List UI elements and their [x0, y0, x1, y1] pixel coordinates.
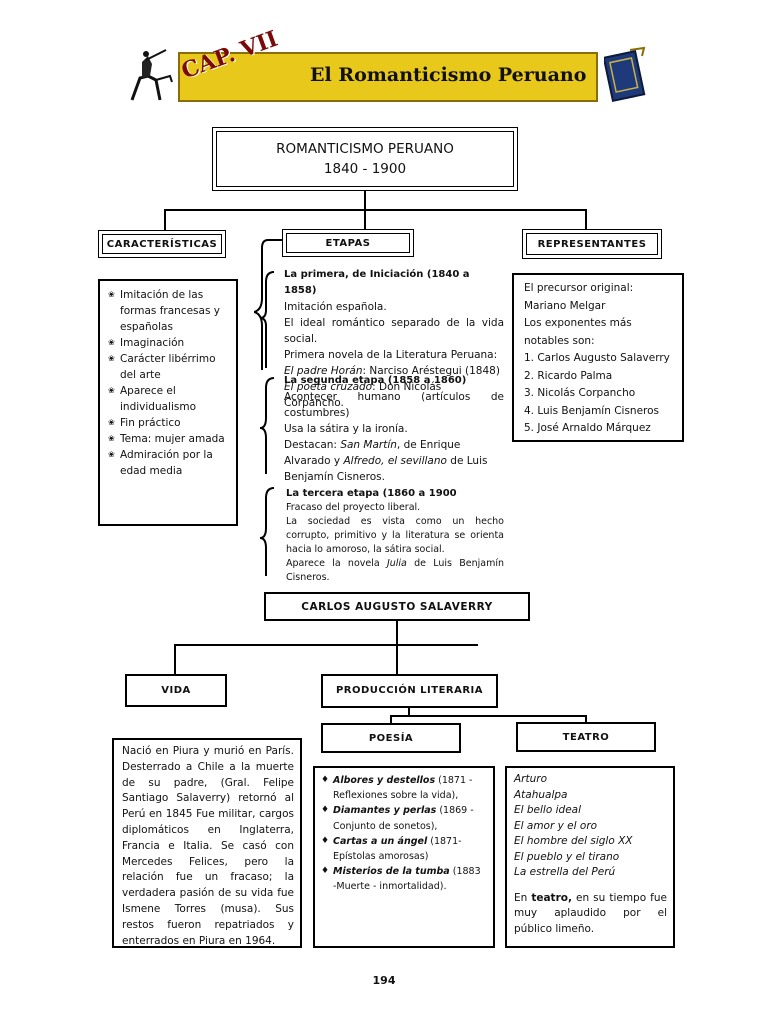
list-item: Imaginación	[108, 335, 230, 351]
representantes-line: Mariano Melgar	[524, 299, 606, 312]
main-title-box: ROMANTICISMO PERUANO 1840 - 1900	[212, 127, 518, 191]
chapter-banner: El Romanticismo Peruano	[178, 52, 598, 102]
list-item: Albores y destellos (1871 - Reflexiones …	[321, 773, 487, 803]
list-item: Tema: mujer amada	[108, 431, 230, 447]
poesia-heading: POESÍA	[368, 733, 414, 744]
list-item: Aparece el individualismo	[108, 383, 230, 415]
caracteristicas-heading-box: CARACTERÍSTICAS	[98, 230, 226, 258]
list-item: Diamantes y perlas (1869 - Conjunto de s…	[321, 803, 487, 833]
etapa-tercera-line: Aparece la novela Julia de Luis Benjamín…	[286, 558, 504, 583]
caracteristicas-heading: CARACTERÍSTICAS	[106, 239, 218, 250]
connector	[396, 644, 398, 674]
etapa-primera-line: Imitación española.	[284, 301, 387, 313]
teatro-work: El amor y el oro	[514, 819, 598, 832]
vida-heading: VIDA	[161, 685, 191, 696]
connector	[164, 209, 586, 211]
representantes-box: El precursor original: Mariano Melgar Lo…	[512, 273, 684, 442]
etapa-segunda-line: Acontecer humano (artículos de costumbre…	[284, 391, 504, 419]
vida-text: Nació en Piura y murió en París. Desterr…	[122, 745, 294, 947]
connector	[396, 621, 398, 645]
caracteristicas-list: Imitación de las formas francesas y espa…	[108, 287, 230, 479]
list-item: 5. José Arnaldo Márquez	[524, 422, 651, 434]
page-number: 194	[372, 974, 396, 987]
connector	[174, 644, 478, 646]
list-item: Misterios de la tumba (1883 -Muerte - in…	[321, 864, 487, 894]
list-item: Carácter libérrimo del arte	[108, 351, 230, 383]
teatro-heading-box: TEATRO	[516, 722, 656, 752]
etapa-segunda: La segunda etapa (1858 a 1860) Acontecer…	[284, 373, 504, 485]
representantes-heading: REPRESENTANTES	[537, 239, 647, 250]
connector	[390, 715, 586, 717]
main-years: 1840 - 1900	[323, 161, 407, 177]
vida-box: Nació en Piura y murió en París. Desterr…	[112, 738, 302, 948]
etapa-tercera: La tercera etapa (1860 a 1900 Fracaso de…	[286, 487, 504, 585]
etapa-primera: La primera, de Iniciación (1840 a 1858) …	[284, 267, 504, 411]
list-item: 1. Carlos Augusto Salaverry	[524, 352, 670, 364]
etapa-segunda-line: Destacan: San Martín, de Enrique Alvarad…	[284, 439, 488, 483]
connector	[364, 191, 366, 210]
etapas-heading: ETAPAS	[325, 238, 371, 249]
vida-heading-box: VIDA	[125, 674, 227, 707]
connector	[364, 209, 366, 231]
poesia-heading-box: POESÍA	[321, 723, 461, 753]
teatro-heading: TEATRO	[562, 732, 610, 743]
list-item: Fin práctico	[108, 415, 230, 431]
poesia-box: Albores y destellos (1871 - Reflexiones …	[313, 766, 495, 948]
etapa-tercera-line: Fracaso del proyecto liberal.	[286, 502, 421, 513]
etapa-segunda-line: Usa la sátira y la ironía.	[284, 423, 408, 435]
representantes-line: El precursor original:	[524, 282, 634, 294]
etapa-primera-title: La primera, de Iniciación (1840 a 1858)	[284, 269, 470, 296]
etapa-primera-line: El padre Horán: Narciso Aréstegui (1848)	[284, 365, 500, 377]
book-icon	[604, 46, 646, 103]
representantes-heading-box: REPRESENTANTES	[522, 229, 662, 259]
etapa-segunda-title: La segunda etapa (1858 a 1860)	[284, 375, 467, 386]
etapa-tercera-title: La tercera etapa (1860 a 1900	[286, 488, 457, 499]
connector	[585, 715, 587, 724]
list-item: 2. Ricardo Palma	[524, 369, 613, 382]
teatro-box: Arturo Atahualpa El bello ideal El amor …	[505, 766, 675, 948]
representantes-line: Los exponentes más notables son:	[524, 317, 632, 347]
etapa-tercera-line: La sociedad es vista como un hecho corru…	[286, 516, 504, 555]
list-item: Imitación de las formas francesas y espa…	[108, 287, 230, 335]
caracteristicas-box: Imitación de las formas francesas y espa…	[98, 279, 238, 526]
etapas-brace	[254, 239, 282, 576]
list-item: 3. Nicolás Corpancho	[524, 387, 636, 399]
connector	[408, 708, 410, 716]
list-item: Admiración por la edad media	[108, 447, 230, 479]
banner-title: El Romanticismo Peruano	[310, 64, 587, 86]
teatro-work: Arturo	[514, 773, 548, 785]
teatro-work: La estrella del Perú	[514, 866, 616, 878]
teatro-work: Atahualpa	[514, 788, 568, 801]
teatro-work: El pueblo y el tirano	[514, 850, 620, 863]
produccion-heading: PRODUCCIÓN LITERARIA	[335, 685, 484, 696]
list-item: Cartas a un ángel (1871- Epístolas amoro…	[321, 834, 487, 864]
teatro-note: En teatro, en su tiempo fue muy aplaudid…	[514, 891, 667, 935]
salaverry-heading: CARLOS AUGUSTO SALAVERRY	[301, 601, 493, 613]
salaverry-box: CARLOS AUGUSTO SALAVERRY	[264, 592, 530, 621]
connector	[164, 209, 166, 231]
main-title: ROMANTICISMO PERUANO	[276, 141, 454, 157]
produccion-heading-box: PRODUCCIÓN LITERARIA	[321, 674, 498, 708]
etapa-primera-line: El poeta cruzado: Don Nicolás Corpancho.	[284, 381, 442, 409]
connector	[174, 644, 176, 674]
connector	[585, 209, 587, 231]
etapa-primera-line: Primera novela de la Literatura Peruana:	[284, 349, 498, 361]
connector	[390, 715, 392, 724]
teatro-work: El bello ideal	[514, 804, 582, 816]
etapas-heading-box: ETAPAS	[282, 229, 414, 257]
teatro-work: El hombre del siglo XX	[514, 835, 633, 847]
poesia-list: Albores y destellos (1871 - Reflexiones …	[321, 773, 487, 895]
etapa-primera-line: El ideal romántico separado de la vida s…	[284, 317, 504, 345]
list-item: 4. Luis Benjamín Cisneros	[524, 404, 660, 417]
don-quixote-icon	[130, 49, 173, 101]
